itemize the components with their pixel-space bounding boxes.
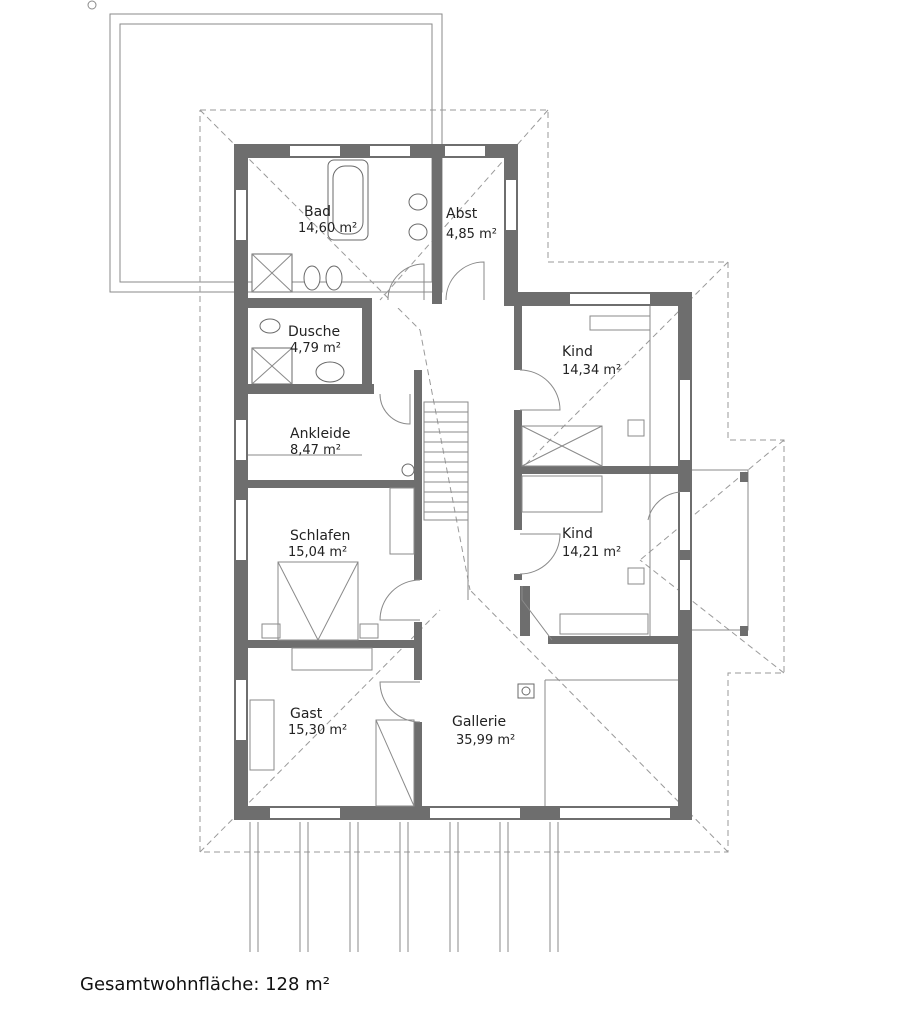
staircase bbox=[423, 401, 469, 600]
room-name-gallerie: Gallerie bbox=[452, 714, 506, 730]
total-living-area: Gesamtwohnfläche: 128 m² bbox=[80, 974, 330, 995]
room-labels: Bad 14,60 m² Abst 4,85 m² Dusche 4,79 m²… bbox=[288, 204, 621, 748]
room-name-gast: Gast bbox=[290, 706, 323, 722]
room-name-kind-1: Kind bbox=[562, 344, 593, 360]
room-area-gast: 15,30 m² bbox=[288, 723, 347, 738]
door-gaps bbox=[388, 298, 690, 722]
room-name-kind-2: Kind bbox=[562, 526, 593, 542]
room-area-dusche: 4,79 m² bbox=[290, 341, 341, 356]
pergola bbox=[249, 822, 559, 952]
room-area-kind-2: 14,21 m² bbox=[562, 545, 621, 560]
room-area-schlafen: 15,04 m² bbox=[288, 545, 347, 560]
room-area-bad: 14,60 m² bbox=[298, 221, 357, 236]
room-name-abst: Abst bbox=[446, 206, 478, 222]
room-area-abst: 4,85 m² bbox=[446, 227, 497, 242]
door-swings bbox=[379, 261, 681, 723]
room-name-dusche: Dusche bbox=[288, 324, 340, 340]
room-name-bad: Bad bbox=[304, 204, 331, 220]
furniture bbox=[249, 315, 651, 807]
misc-lines bbox=[248, 306, 678, 806]
room-area-gallerie: 35,99 m² bbox=[456, 733, 515, 748]
room-name-ankleide: Ankleide bbox=[290, 426, 350, 442]
room-area-ankleide: 8,47 m² bbox=[290, 443, 341, 458]
room-area-kind-1: 14,34 m² bbox=[562, 363, 621, 378]
balcony bbox=[689, 469, 749, 636]
fixtures bbox=[251, 159, 428, 477]
room-name-schlafen: Schlafen bbox=[290, 528, 350, 544]
